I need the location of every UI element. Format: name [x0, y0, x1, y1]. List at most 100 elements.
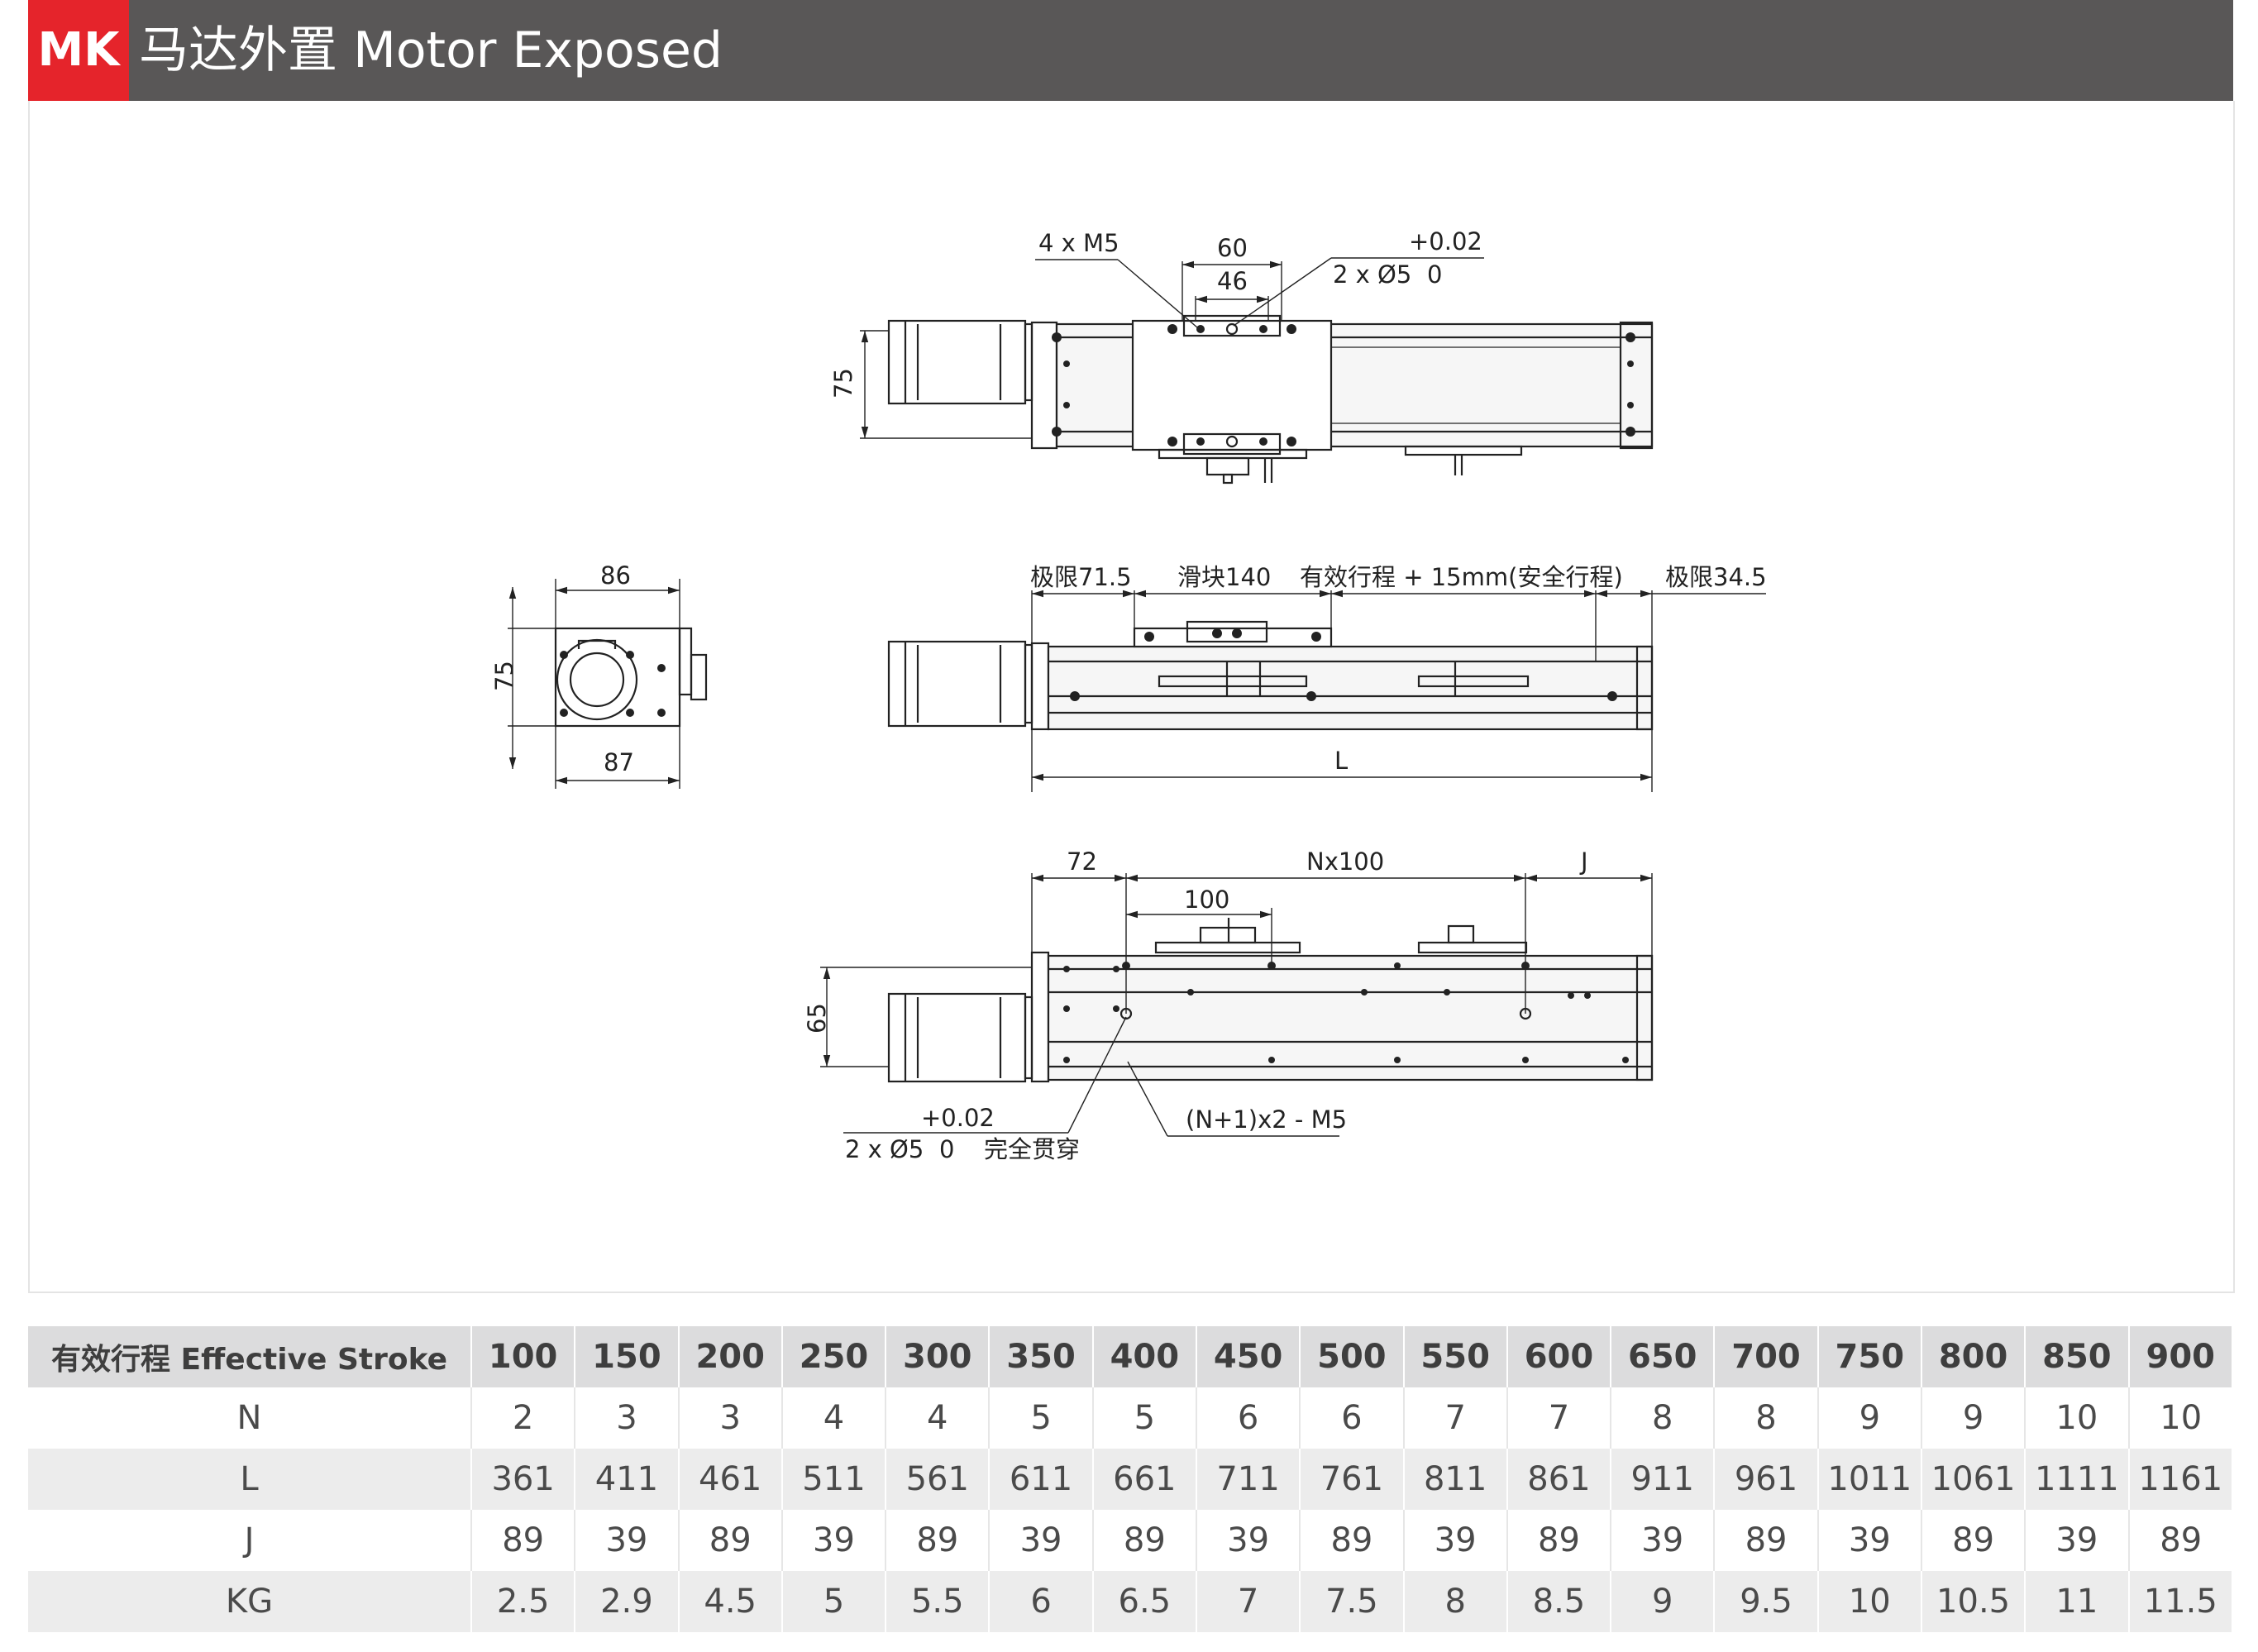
table-cell: 10.5	[1921, 1571, 2026, 1632]
table-cell: 39	[1403, 1510, 1508, 1571]
table-cell: 611	[989, 1449, 1094, 1510]
stroke-header-cell: 700	[1714, 1326, 1819, 1387]
drawing-frame	[28, 101, 2235, 1293]
table-cell: 89	[1300, 1510, 1405, 1571]
table-cell: 361	[471, 1449, 576, 1510]
table-cell: 7	[1196, 1571, 1301, 1632]
stroke-header-cell: 650	[1611, 1326, 1716, 1387]
table-cell: 89	[2128, 1510, 2232, 1571]
table-cell: 5	[781, 1571, 887, 1632]
table-cell: 7	[1506, 1387, 1612, 1449]
series-badge: MK	[28, 0, 129, 101]
row-label: KG	[28, 1571, 472, 1632]
table-cell: 6	[1196, 1387, 1301, 1449]
bottom-100-label: 100	[1184, 886, 1229, 914]
side-limit-left-label: 极限71.5	[1030, 563, 1132, 591]
stroke-header-cell: 800	[1921, 1326, 2026, 1387]
stroke-header-cell: 750	[1817, 1326, 1922, 1387]
table-cell: 11.5	[2128, 1571, 2233, 1632]
table-cell: 511	[781, 1449, 887, 1510]
table-cell: 9.5	[1714, 1571, 1819, 1632]
stroke-header-cell: 200	[678, 1326, 783, 1387]
table-cell: 89	[471, 1510, 576, 1571]
stroke-header-label: 有效行程 Effective Stroke	[28, 1326, 472, 1387]
table-cell: 711	[1196, 1449, 1301, 1510]
table-cell: 8	[1611, 1387, 1716, 1449]
bottom-65-label: 65	[803, 1003, 831, 1034]
table-cell: 4.5	[678, 1571, 783, 1632]
top-4xm5-label: 4 x M5	[1038, 229, 1119, 257]
table-cell: 5	[1092, 1387, 1197, 1449]
side-stroke-label: 有效行程 + 15mm(安全行程)	[1300, 563, 1623, 591]
table-cell: 1161	[2128, 1449, 2233, 1510]
top-46-label: 46	[1217, 267, 1248, 295]
end-view	[508, 579, 708, 789]
table-cell: 39	[575, 1510, 680, 1571]
bottom-screws-label: (N+1)x2 - M5	[1186, 1105, 1347, 1134]
table-cell: 8.5	[1506, 1571, 1612, 1632]
table-cell: 2.5	[471, 1571, 576, 1632]
stroke-header-cell: 100	[471, 1326, 576, 1387]
table-cell: 411	[575, 1449, 680, 1510]
table-cell: 6	[1300, 1387, 1405, 1449]
bottom-view	[820, 873, 1654, 1137]
table-cell: 89	[886, 1510, 991, 1571]
table-cell: 2.9	[575, 1571, 680, 1632]
stroke-header-cell: 150	[575, 1326, 680, 1387]
side-view	[887, 590, 1766, 792]
table-cell: 39	[781, 1510, 887, 1571]
stroke-header-cell: 500	[1300, 1326, 1405, 1387]
table-cell: 9	[1921, 1387, 2026, 1449]
table-cell: 961	[1714, 1449, 1819, 1510]
bottom-through-label: 完全贯穿	[984, 1135, 1080, 1163]
table-cell: 761	[1300, 1449, 1405, 1510]
table-cell: 39	[1196, 1510, 1301, 1571]
stroke-header-cell: 400	[1092, 1326, 1197, 1387]
table-cell: 39	[989, 1510, 1094, 1571]
bottom-72-label: 72	[1067, 847, 1097, 876]
table-cell: 9	[1817, 1387, 1922, 1449]
table-cell: 661	[1092, 1449, 1197, 1510]
table-cell: 1061	[1921, 1449, 2026, 1510]
stroke-header-cell: 350	[989, 1326, 1094, 1387]
stroke-header-cell: 450	[1196, 1326, 1301, 1387]
end-87-label: 87	[604, 748, 634, 776]
side-limit-right-label: 极限34.5	[1665, 563, 1767, 591]
table-cell: 6.5	[1092, 1571, 1197, 1632]
row-label: N	[28, 1387, 472, 1449]
stroke-header-cell: 300	[886, 1326, 991, 1387]
table-cell: 6	[989, 1571, 1094, 1632]
table-cell: 7	[1403, 1387, 1508, 1449]
table-cell: 10	[1817, 1571, 1922, 1632]
table-cell: 461	[678, 1449, 783, 1510]
table-cell: 911	[1611, 1449, 1716, 1510]
table-cell: 5	[989, 1387, 1094, 1449]
side-slider-label: 滑块140	[1177, 563, 1271, 591]
table-cell: 39	[1817, 1510, 1922, 1571]
table-cell: 11	[2025, 1571, 2130, 1632]
table-cell: 3	[678, 1387, 783, 1449]
table-cell: 89	[1714, 1510, 1819, 1571]
table-cell: 8	[1403, 1571, 1508, 1632]
table-cell: 8	[1714, 1387, 1819, 1449]
table-cell: 861	[1506, 1449, 1612, 1510]
top-tol-zero-label: 0	[1427, 260, 1442, 289]
top-tol-label: +0.02	[1409, 227, 1482, 255]
table-cell: 89	[1921, 1510, 2026, 1571]
table-cell: 39	[2025, 1510, 2130, 1571]
table-cell: 4	[886, 1387, 991, 1449]
top-hole-label: 2 x Ø5	[1333, 260, 1411, 289]
end-75-label: 75	[490, 661, 518, 691]
stroke-header-cell: 250	[781, 1326, 887, 1387]
bottom-tol-label: +0.02	[921, 1104, 995, 1132]
table-cell: 9	[1611, 1571, 1716, 1632]
bottom-hole-label: 2 x Ø5	[845, 1135, 924, 1163]
table-cell: 5.5	[886, 1571, 991, 1632]
header-bar: MK 马达外置 Motor Exposed	[28, 0, 2233, 101]
table-cell: 2	[471, 1387, 576, 1449]
